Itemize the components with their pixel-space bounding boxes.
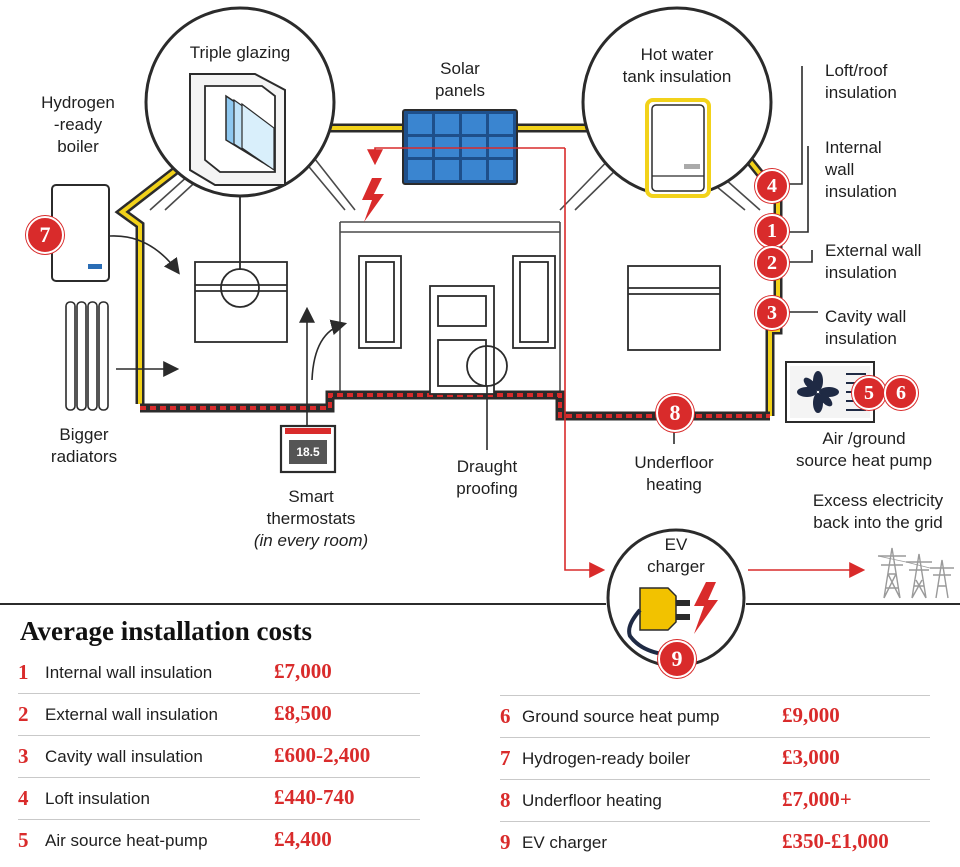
label-triple-glazing: Triple glazing bbox=[189, 43, 291, 62]
cost-number: 7 bbox=[500, 746, 511, 770]
costs-table-right: 6 Ground source heat pump £9,000 7 Hydro… bbox=[500, 695, 930, 863]
cost-name: EV charger bbox=[522, 833, 608, 852]
electricity-line bbox=[564, 148, 606, 578]
window-left bbox=[194, 261, 288, 343]
cost-number: 8 bbox=[500, 788, 511, 812]
cost-row: 8 Underfloor heating £7,000+ bbox=[500, 780, 930, 822]
cost-value: £4,400 bbox=[274, 827, 332, 851]
marker-5: 5 bbox=[852, 376, 886, 410]
marker-3: 3 bbox=[755, 296, 789, 330]
marker-9: 9 bbox=[658, 640, 696, 678]
cost-row: 3 Cavity wall insulation £600-2,400 bbox=[18, 736, 420, 778]
cost-name: Underfloor heating bbox=[522, 791, 662, 810]
cost-row: 6 Ground source heat pump £9,000 bbox=[500, 696, 930, 738]
cost-value: £3,000 bbox=[782, 745, 840, 769]
front-door bbox=[429, 285, 495, 395]
costs-title: Average installation costs bbox=[20, 616, 312, 646]
smart-thermostat bbox=[279, 306, 348, 474]
cost-row: 7 Hydrogen-ready boiler £3,000 bbox=[500, 738, 930, 780]
cost-value: £350-£1,000 bbox=[782, 829, 889, 853]
radiator bbox=[65, 301, 180, 411]
cost-row: 2 External wall insulation £8,500 bbox=[18, 694, 420, 736]
cost-number: 4 bbox=[18, 786, 29, 810]
ev-charger-callout bbox=[606, 528, 746, 668]
cost-number: 2 bbox=[18, 702, 29, 726]
cost-name: Air source heat-pump bbox=[45, 831, 208, 850]
hot-water-callout bbox=[581, 6, 773, 198]
cost-name: Ground source heat pump bbox=[522, 707, 720, 726]
cost-row: 9 EV charger £350-£1,000 bbox=[500, 822, 930, 863]
cost-name: External wall insulation bbox=[45, 705, 218, 724]
cost-number: 3 bbox=[18, 744, 29, 768]
cost-name: Hydrogen-ready boiler bbox=[522, 749, 691, 768]
triple-glazing-callout bbox=[144, 6, 336, 308]
marker-4: 4 bbox=[755, 169, 789, 203]
lightning-icon bbox=[362, 178, 384, 222]
solar-panel bbox=[402, 109, 518, 185]
marker-2: 2 bbox=[755, 246, 789, 280]
marker-6: 6 bbox=[884, 376, 918, 410]
cost-number: 6 bbox=[500, 704, 511, 728]
cost-row: 1 Internal wall insulation £7,000 bbox=[18, 652, 420, 694]
cost-name: Cavity wall insulation bbox=[45, 747, 203, 766]
draught-proofing bbox=[466, 345, 508, 450]
cost-number: 9 bbox=[500, 830, 511, 854]
cost-value: £7,000 bbox=[274, 659, 332, 683]
marker-8: 8 bbox=[656, 394, 694, 432]
cost-value: £600-2,400 bbox=[274, 743, 371, 767]
cost-value: £8,500 bbox=[274, 701, 332, 725]
marker-7: 7 bbox=[26, 216, 64, 254]
cost-number: 5 bbox=[18, 828, 29, 852]
pylon-icons bbox=[877, 547, 954, 599]
marker-1: 1 bbox=[755, 214, 789, 248]
hydrogen-boiler bbox=[51, 184, 180, 282]
cost-number: 1 bbox=[18, 660, 29, 684]
cost-name: Internal wall insulation bbox=[45, 663, 213, 682]
windows bbox=[194, 255, 721, 351]
cost-row: 4 Loft insulation £440-740 bbox=[18, 778, 420, 820]
window-right bbox=[627, 265, 721, 351]
cost-value: £7,000+ bbox=[782, 787, 852, 811]
thermostat-display: 18.5 bbox=[296, 445, 320, 459]
cost-row: 5 Air source heat-pump £4,400 bbox=[18, 820, 420, 861]
cost-value: £440-740 bbox=[274, 785, 355, 809]
cost-name: Loft insulation bbox=[45, 789, 150, 808]
cost-value: £9,000 bbox=[782, 703, 840, 727]
costs-table-left: 1 Internal wall insulation £7,000 2 Exte… bbox=[18, 652, 420, 861]
